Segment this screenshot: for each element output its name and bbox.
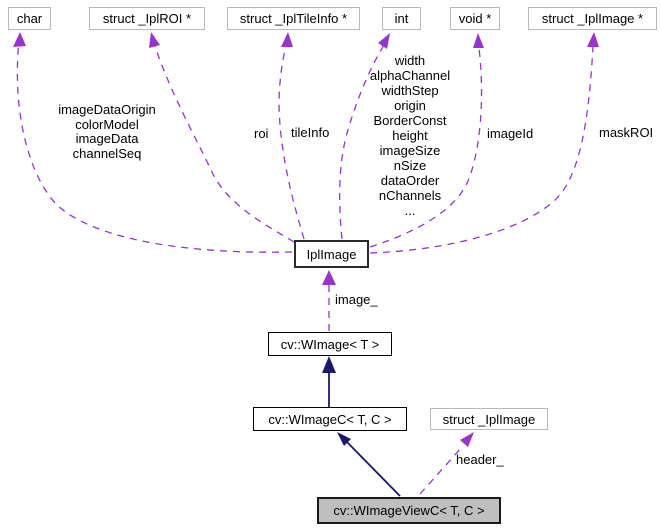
edge-iplroi-usage	[154, 45, 295, 243]
node-struct-ipltileinfo-ptr: struct _IplTileInfo *	[227, 7, 360, 30]
node-struct-iplimage-ptr: struct _IplImage *	[528, 7, 657, 30]
edge-label-image: image_	[335, 292, 378, 307]
arrowhead-tileinfo	[281, 32, 293, 47]
edge-label-roi: roi	[254, 126, 269, 141]
arrowhead-int	[378, 33, 390, 49]
edge-tileinfo-usage	[278, 45, 305, 240]
arrowhead-image	[322, 270, 336, 285]
edge-label-tileinfo: tileInfo	[291, 125, 330, 140]
edge-header-usage	[419, 446, 463, 495]
edge-label-header: header_	[456, 452, 504, 467]
edge-label-maskroi: maskROI	[599, 125, 654, 140]
node-cv-wimageviewc-current: cv::WImageViewC< T, C >	[317, 497, 501, 524]
arrowhead-voidptr	[473, 33, 484, 48]
edge-label-int-members: width alphaChannel widthStep origin Bord…	[369, 53, 451, 218]
node-struct-iplroi-ptr: struct _IplROI *	[89, 7, 205, 30]
arrowhead-maskroi	[587, 32, 599, 47]
node-void-ptr: void *	[450, 7, 500, 30]
node-int: int	[382, 7, 421, 30]
arrowhead-inherit-wimagec	[337, 432, 351, 446]
edge-label-imageid: imageId	[487, 126, 534, 141]
edge-maskroi-usage	[369, 45, 594, 254]
node-struct-iplimage: struct _IplImage	[430, 408, 548, 430]
node-cv-wimage[interactable]: cv::WImage< T >	[268, 332, 392, 356]
node-iplimage[interactable]: IplImage	[294, 240, 369, 268]
node-cv-wimagec[interactable]: cv::WImageC< T, C >	[253, 407, 407, 431]
arrowhead-char	[13, 32, 26, 47]
arrowhead-inherit-wimage	[322, 356, 336, 373]
arrowhead-header	[460, 432, 474, 447]
arrowhead-iplroi	[149, 32, 160, 48]
edge-wimageviewc-inherits-wimagec	[344, 439, 401, 497]
edge-char-usage	[16, 39, 293, 253]
node-char: char	[8, 7, 51, 30]
edge-voidptr-usage	[369, 47, 483, 248]
edge-label-char-members: imageDataOrigin colorModel imageData cha…	[58, 102, 156, 161]
